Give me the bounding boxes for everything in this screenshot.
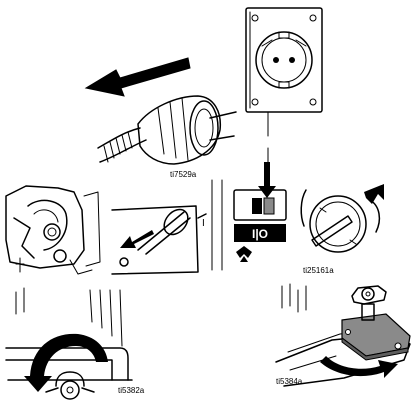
turn-arrow	[24, 334, 108, 392]
plug-pin	[210, 112, 236, 118]
drain-knob	[46, 372, 94, 399]
valve-bracket	[342, 314, 410, 360]
switch-on-label: I	[202, 218, 205, 229]
plug	[138, 96, 236, 164]
sprayer-housing	[6, 186, 100, 274]
rotate-arrow	[364, 184, 384, 204]
frame-edges	[282, 284, 306, 312]
plug-pin	[210, 136, 234, 140]
press-arrow	[258, 162, 276, 198]
rotary-knob	[301, 184, 384, 252]
toggle-lever: I	[112, 205, 206, 274]
pull-direction-arrow	[86, 58, 190, 96]
unplug-cord-panel: ti7529a	[86, 8, 322, 179]
drain-knob-panel: ti5382a	[6, 288, 145, 399]
off-mark	[120, 258, 128, 266]
lever-direction-arrow	[120, 230, 154, 248]
rotate-valve-arrow	[320, 356, 398, 378]
rocker-switch: I|O	[234, 162, 286, 262]
figure-label-drain: ti5382a	[118, 386, 145, 395]
relief-valve-panel: ti5384a	[276, 284, 410, 386]
wall-outlet	[246, 8, 322, 164]
figure-label-unplug: ti7529a	[170, 170, 197, 179]
figure-label-switch: ti25161a	[303, 266, 334, 275]
figure-label-valve: ti5384a	[276, 377, 303, 386]
switch-panel-label: I|O	[252, 227, 268, 241]
